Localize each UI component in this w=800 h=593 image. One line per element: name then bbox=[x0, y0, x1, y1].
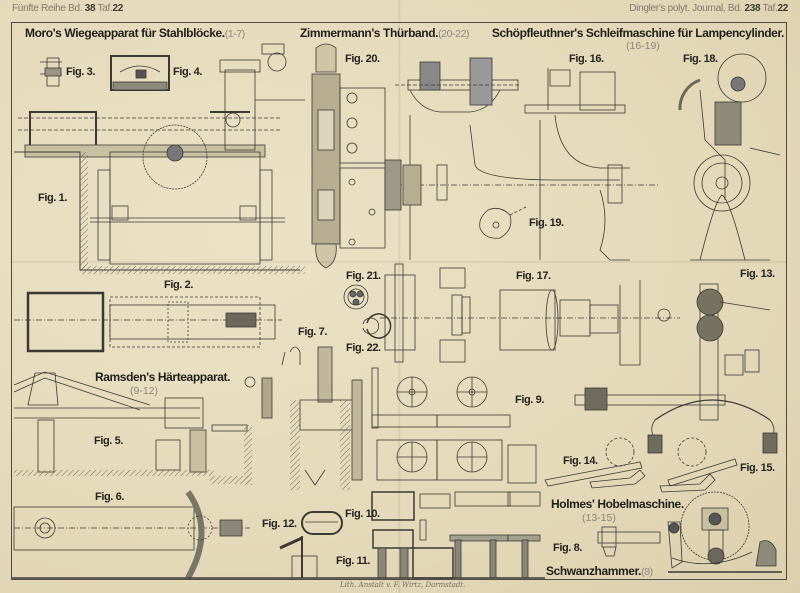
header-right-plate-prefix: Taf. bbox=[762, 3, 778, 14]
fig4-drawing bbox=[110, 55, 170, 91]
label-fig10: Fig. 10. bbox=[345, 508, 380, 520]
fig12-drawing bbox=[279, 511, 343, 579]
header-left: Fünfte Reihe Bd. 38 Taf.22 bbox=[12, 3, 123, 14]
fig7-drawing bbox=[244, 346, 363, 490]
fig17-drawing bbox=[380, 263, 680, 366]
fig14-drawing bbox=[544, 437, 646, 489]
label-fig13: Fig. 13. bbox=[740, 268, 775, 280]
label-fig8: Fig. 8. bbox=[553, 542, 582, 554]
label-fig7: Fig. 7. bbox=[298, 326, 327, 338]
title-ramsden: Ramsden's Härteapparat. bbox=[95, 370, 231, 384]
title-moro-text: Moro's Wiegeapparat für Stahlblöcke. bbox=[25, 26, 225, 40]
fig13-drawing bbox=[574, 283, 778, 454]
fig21-drawing bbox=[343, 284, 369, 310]
header-right-prefix: Dingler's polyt. Journal, Bd. bbox=[629, 3, 742, 14]
center-fold bbox=[398, 0, 401, 593]
label-fig19: Fig. 19. bbox=[529, 217, 564, 229]
header-left-plate-prefix: Taf. bbox=[97, 3, 113, 14]
title-holmes: Holmes' Hobelmaschine. bbox=[551, 497, 684, 511]
label-fig3: Fig. 3. bbox=[66, 66, 95, 78]
header-left-plate: 22 bbox=[112, 3, 124, 14]
title-schwanzhammer: Schwanzhammer.(8) bbox=[546, 564, 653, 578]
title-moro-range: (1-7) bbox=[224, 28, 246, 40]
label-fig11: Fig. 11. bbox=[336, 555, 371, 567]
fig20-drawing bbox=[311, 43, 386, 269]
label-fig21: Fig. 21. bbox=[346, 270, 381, 282]
label-fig15: Fig. 15. bbox=[740, 462, 775, 474]
fig5-drawing bbox=[13, 371, 252, 485]
label-fig17: Fig. 17. bbox=[516, 270, 551, 282]
fig11-drawing bbox=[260, 519, 545, 579]
title-zimmermann-text: Zimmermann's Thürband. bbox=[300, 26, 439, 40]
fig6-drawing bbox=[12, 490, 260, 580]
label-fig16: Fig. 16. bbox=[569, 53, 604, 65]
label-fig5: Fig. 5. bbox=[94, 435, 123, 447]
title-schoepfleuthner-range: (16-19) bbox=[626, 40, 660, 52]
label-fig1: Fig. 1. bbox=[38, 192, 67, 204]
title-schwanzhammer-range: (8) bbox=[641, 566, 653, 578]
label-fig18: Fig. 18. bbox=[683, 53, 718, 65]
fig3-drawing bbox=[40, 57, 62, 87]
label-fig2: Fig. 2. bbox=[164, 279, 193, 291]
fig18-drawing bbox=[678, 53, 781, 261]
title-schwanzhammer-text: Schwanzhammer. bbox=[546, 564, 642, 578]
header-left-volume: 38 bbox=[84, 3, 96, 14]
label-fig12: Fig. 12. bbox=[262, 518, 297, 530]
label-fig14: Fig. 14. bbox=[563, 455, 598, 467]
lithographer-imprint: Lith. Anstalt v. F. Wirtz, Darmstadt. bbox=[340, 581, 466, 589]
title-holmes-range: (13-15) bbox=[582, 512, 616, 524]
title-zimmermann-range: (20-22) bbox=[438, 28, 470, 40]
fig10-drawing bbox=[371, 491, 541, 521]
title-moro: Moro's Wiegeapparat für Stahlblöcke.(1-7… bbox=[25, 26, 245, 40]
fig22-drawing bbox=[362, 313, 392, 339]
fig15-drawing bbox=[659, 437, 738, 493]
plate-frame bbox=[11, 22, 787, 580]
fig1-drawing bbox=[14, 43, 305, 274]
holmes-drawing bbox=[667, 491, 782, 573]
label-fig22: Fig. 22. bbox=[346, 342, 381, 354]
fig19-drawing bbox=[479, 206, 527, 239]
title-zimmermann: Zimmermann's Thürband.(20-22) bbox=[300, 26, 470, 40]
title-ramsden-range: (9-12) bbox=[130, 385, 159, 397]
label-fig4: Fig. 4. bbox=[173, 66, 202, 78]
fig2-drawing bbox=[14, 291, 282, 353]
fig16-17-machine-drawing bbox=[384, 57, 660, 261]
header-right-volume: 238 bbox=[744, 3, 761, 14]
fig9-drawing bbox=[371, 367, 537, 484]
header-right: Dingler's polyt. Journal, Bd. 238 Taf.22 bbox=[629, 3, 788, 14]
header-right-plate: 22 bbox=[777, 3, 788, 14]
title-schoepfleuthner-text: Schöpfleuthner's Schleifmaschine für Lam… bbox=[491, 26, 785, 40]
fig8-drawing bbox=[597, 526, 661, 557]
label-fig20: Fig. 20. bbox=[345, 53, 380, 65]
header-left-prefix: Fünfte Reihe Bd. bbox=[12, 3, 83, 14]
label-fig9: Fig. 9. bbox=[515, 394, 544, 406]
title-schoepfleuthner: Schöpfleuthner's Schleifmaschine für Lam… bbox=[491, 26, 785, 40]
label-fig6: Fig. 6. bbox=[95, 491, 124, 503]
